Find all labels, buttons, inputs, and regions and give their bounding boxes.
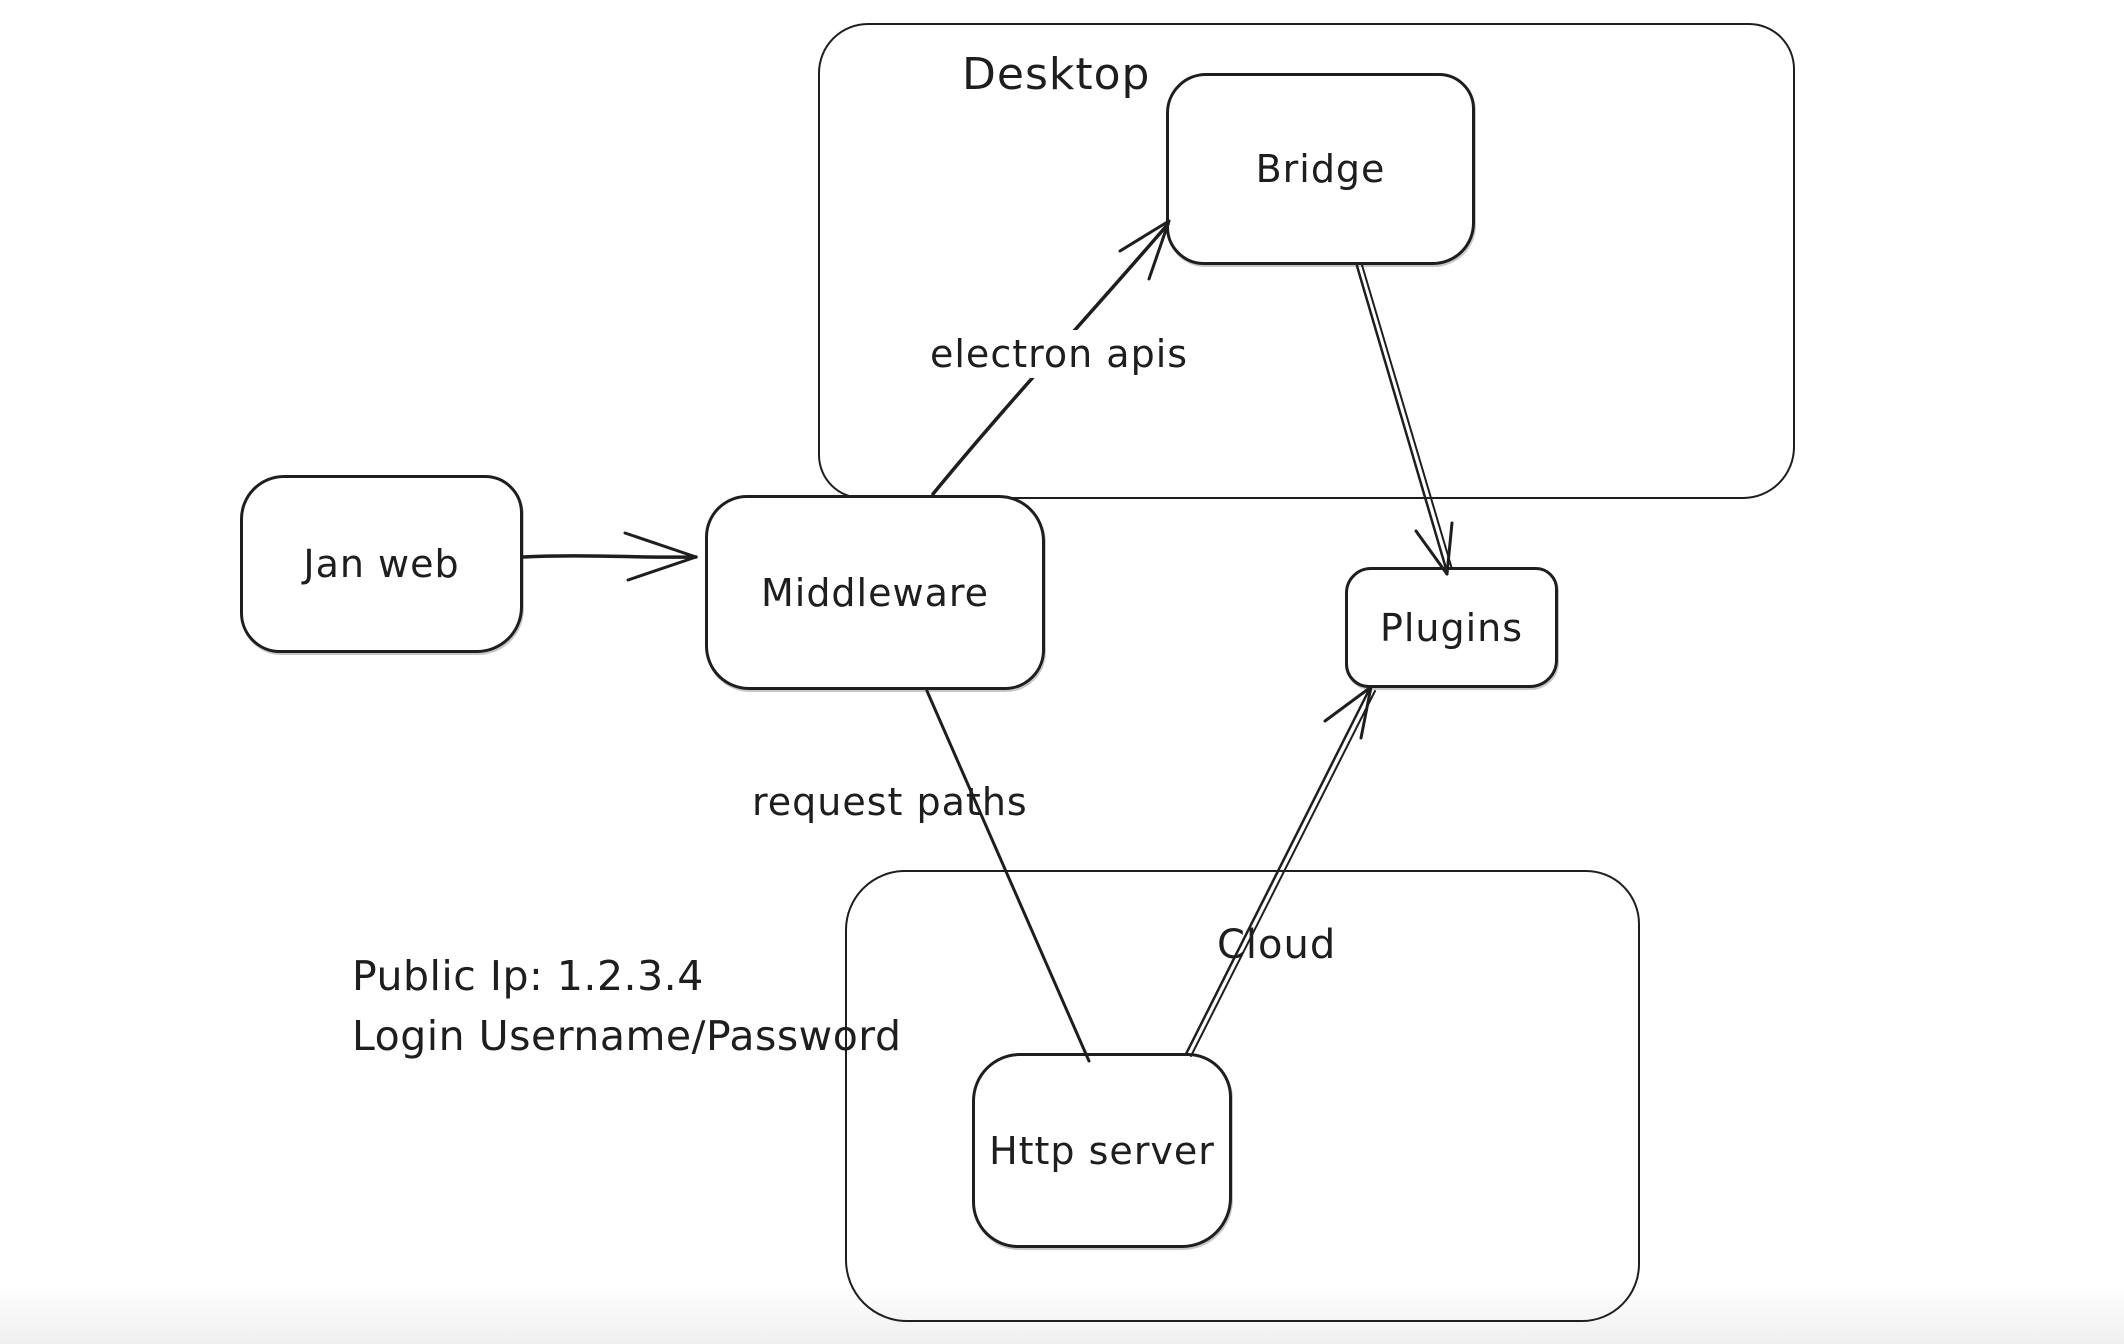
edge-jan-web-to-middleware bbox=[521, 531, 698, 582]
edge-label-electron-apis: electron apis bbox=[922, 330, 1197, 378]
node-jan-web-label: Jan web bbox=[303, 542, 460, 586]
credentials-line2: Login Username/Password bbox=[352, 1012, 902, 1060]
node-bridge: Bridge bbox=[1166, 73, 1475, 265]
node-http-server-label: Http server bbox=[989, 1128, 1215, 1173]
credentials-line1: Public Ip: 1.2.3.4 bbox=[352, 952, 704, 1000]
container-cloud: Cloud bbox=[845, 870, 1640, 1322]
container-desktop: Desktop bbox=[818, 23, 1795, 499]
bottom-fade bbox=[0, 1286, 2124, 1344]
container-cloud-label: Cloud bbox=[1217, 922, 1337, 968]
edge-label-request-paths: request paths bbox=[752, 780, 1028, 824]
container-desktop-label: Desktop bbox=[962, 49, 1151, 100]
node-http-server: Http server bbox=[972, 1053, 1232, 1248]
node-bridge-label: Bridge bbox=[1255, 147, 1386, 191]
credentials-annotation: Public Ip: 1.2.3.4 Login Username/Passwo… bbox=[352, 946, 901, 1066]
node-middleware-label: Middleware bbox=[760, 570, 990, 615]
node-middleware: Middleware bbox=[705, 495, 1045, 690]
node-plugins: Plugins bbox=[1345, 567, 1558, 688]
node-jan-web: Jan web bbox=[240, 475, 523, 653]
node-plugins-label: Plugins bbox=[1379, 605, 1524, 650]
